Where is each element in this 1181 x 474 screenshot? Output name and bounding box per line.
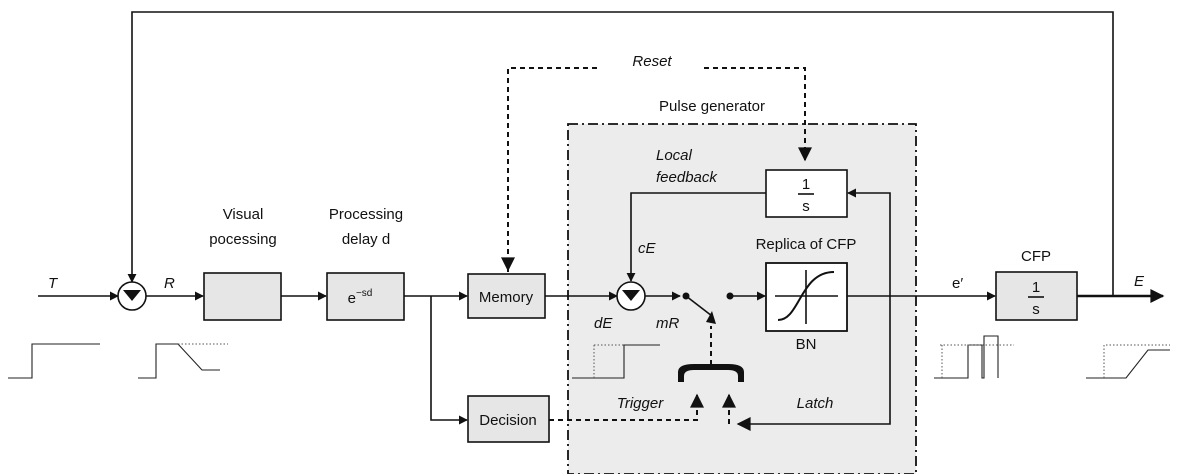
- visual-processing-block: [203, 272, 282, 321]
- waveform-ramp-R: [138, 343, 228, 379]
- signal-E: E: [1134, 273, 1145, 290]
- trigger-label: Trigger: [617, 395, 664, 412]
- trigger-line: [549, 393, 704, 421]
- latch-line: [736, 296, 891, 431]
- signal-e-prime: e′: [952, 275, 963, 292]
- local-feedback-label-2: feedback: [656, 169, 718, 186]
- signal-R: R: [164, 275, 175, 292]
- outer-feedback-line: [127, 11, 1114, 296]
- pulse-generator-label: Pulse generator: [659, 98, 765, 115]
- decision-block: [467, 395, 550, 443]
- decision-label: Decision: [479, 412, 537, 429]
- waveform-step-dE: [572, 344, 660, 379]
- reset-line-right: [704, 67, 812, 162]
- summing-junction-main: [117, 281, 147, 311]
- memory-block: [467, 273, 546, 319]
- link-delay-decision: [430, 296, 468, 425]
- waveform-step-T: [8, 343, 100, 379]
- signal-cE: cE: [638, 240, 657, 257]
- sigmoid-icon: [775, 270, 838, 324]
- processing-delay-label-2: delay d: [342, 231, 390, 248]
- processing-delay-label-1: Processing: [329, 206, 403, 223]
- replica-label: Replica of CFP: [756, 236, 857, 253]
- cfp-label: CFP: [1021, 248, 1051, 265]
- signal-mR: mR: [656, 315, 679, 332]
- memory-label: Memory: [479, 289, 534, 306]
- cfp-den: s: [1032, 301, 1040, 318]
- local-integrator-num: 1: [802, 176, 810, 193]
- local-feedback-label-1: Local: [656, 147, 693, 164]
- reset-label: Reset: [632, 53, 672, 70]
- cfp-num: 1: [1032, 279, 1040, 296]
- signal-dE: dE: [594, 315, 613, 332]
- reset-line: [507, 67, 600, 272]
- signal-T: T: [48, 275, 59, 292]
- delay-transfer-function: e−sd: [348, 288, 373, 307]
- visual-processing-label-1: Visual: [223, 206, 264, 223]
- summing-junction-local: [616, 281, 646, 311]
- processing-delay-block: [326, 272, 405, 321]
- waveform-ramp-E: [1086, 344, 1170, 379]
- bn-label: BN: [796, 336, 817, 353]
- local-feedback-out: [626, 192, 766, 282]
- waveform-pulse-e-prime: [934, 335, 1014, 379]
- latch-label: Latch: [797, 395, 834, 412]
- visual-processing-label-2: pocessing: [209, 231, 277, 248]
- local-feedback-in: [847, 188, 891, 296]
- local-integrator-den: s: [802, 198, 810, 215]
- latch-flip-flop: [678, 364, 744, 382]
